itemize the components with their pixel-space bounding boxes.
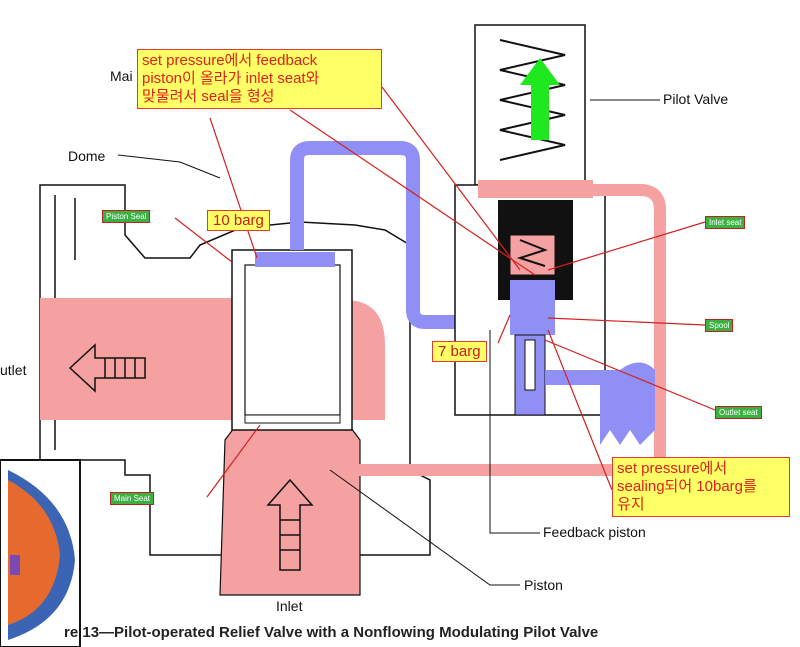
piston-seal-tag: Piston Seal (102, 210, 151, 223)
sealing-note-line-2: sealing되어 10barg를 (617, 478, 757, 495)
inlet-seat-tag: Inlet seat (705, 216, 746, 229)
dome-label: Dome (68, 148, 106, 164)
piston-label: Piston (524, 577, 563, 593)
main-valve-label: Mai (110, 68, 133, 84)
exhaust-outlet (545, 362, 655, 445)
pilot-valve-body (454, 24, 606, 416)
pilot-pressure-label: 7 barg (432, 341, 487, 362)
sealing-note-line-3: 유지 (617, 496, 645, 513)
inlet-label: Inlet (276, 598, 303, 614)
sealing-note-line-1: set pressure에서 (617, 460, 728, 477)
main-seat-band (244, 414, 341, 424)
outlet-chamber (40, 298, 265, 420)
black-leaders (117, 99, 660, 586)
outlet-seat-tag: Outlet seat (715, 406, 762, 419)
inlet-nozzle (219, 419, 361, 596)
pilot-pressure-line (320, 184, 666, 476)
dome-space (255, 252, 335, 267)
dome-line (290, 141, 512, 329)
dome-pressure-label: 10 barg (207, 210, 270, 231)
feedback-seal-note: set pressure에서 feedback piston이 올라가 inle… (137, 49, 382, 109)
pilot-up-arrow (520, 58, 560, 140)
feedback-note-line-2: piston이 올라가 inlet seat와 (142, 70, 320, 87)
outlet-flow-arrow (68, 343, 146, 393)
feedback-piston-label: Feedback piston (543, 524, 646, 540)
feedback-note-line-3: 맞물려서 seal을 형성 (142, 88, 275, 105)
piston-body (244, 264, 341, 416)
inlet-flow-arrow (266, 478, 314, 571)
inset-photo (0, 459, 81, 647)
main-seat-tag: Main Seat (110, 492, 155, 505)
feedback-note-line-1: set pressure에서 feedback (142, 52, 318, 69)
outlet-body-right (345, 300, 385, 420)
pilot-valve-label: Pilot Valve (663, 91, 729, 107)
sealing-note: set pressure에서 sealing되어 10barg를 유지 (612, 457, 790, 517)
red-leaders (174, 86, 716, 498)
outlet-label: utlet (0, 362, 27, 378)
spool-tag: Spool (705, 319, 734, 332)
figure-caption: re 13—Pilot-operated Relief Valve with a… (64, 624, 599, 641)
